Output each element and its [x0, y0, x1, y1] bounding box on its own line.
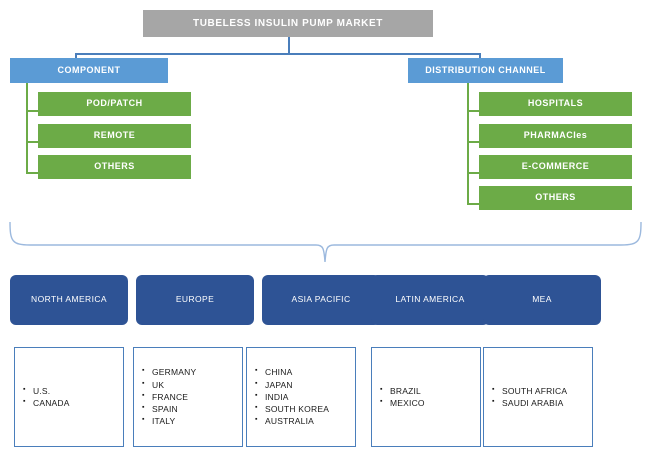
connector-drop-distribution	[479, 53, 481, 60]
region-header-europe-label: EUROPE	[175, 294, 215, 305]
region-header-latin-america: LATIN AMERICA	[371, 275, 489, 325]
list-item: CANADA	[23, 397, 70, 409]
branch-header-component: COMPONENT	[10, 58, 168, 83]
leaf-remote-label: REMOTE	[93, 130, 136, 141]
region-header-north-america: NORTH AMERICA	[10, 275, 128, 325]
leaf-e-commerce-label: E-COMMERCE	[521, 161, 590, 172]
list-item: SPAIN	[142, 403, 196, 415]
connector-stub-remote	[26, 141, 39, 143]
country-box-latin-america: BRAZIL MEXICO	[371, 347, 481, 447]
regions-brace	[9, 221, 642, 263]
list-item: INDIA	[255, 391, 329, 403]
connector-stub-ecommerce	[467, 172, 480, 174]
diagram-title-box: TUBELESS INSULIN PUMP MARKET	[143, 10, 433, 37]
list-item: SOUTH AFRICA	[492, 385, 567, 397]
list-item: CHINA	[255, 366, 329, 378]
connector-stub-pharmacies	[467, 141, 480, 143]
region-header-north-america-label: NORTH AMERICA	[31, 294, 107, 305]
connector-stub-pod-patch	[26, 110, 39, 112]
branch-header-component-label: COMPONENT	[57, 64, 121, 75]
country-list-europe: GERMANY UK FRANCE SPAIN ITALY	[134, 366, 196, 428]
leaf-pod-patch-label: POD/PATCH	[86, 98, 143, 109]
leaf-others-distribution-label: OTHERS	[535, 192, 576, 203]
list-item: ITALY	[142, 415, 196, 427]
country-box-north-america: U.S. CANADA	[14, 347, 124, 447]
branch-header-distribution-channel: DISTRIBUTION CHANNEL	[408, 58, 563, 83]
list-item: AUSTRALIA	[255, 415, 329, 427]
connector-drop-component	[75, 53, 77, 60]
country-list-asia-pacific: CHINA JAPAN INDIA SOUTH KOREA AUSTRALIA	[247, 366, 329, 428]
country-list-north-america: U.S. CANADA	[15, 385, 70, 410]
region-header-asia-pacific: ASIA PACIFIC	[262, 275, 380, 325]
country-box-mea: SOUTH AFRICA SAUDI ARABIA	[483, 347, 593, 447]
list-item: BRAZIL	[380, 385, 425, 397]
connector-stub-others-left	[26, 172, 39, 174]
region-header-asia-pacific-label: ASIA PACIFIC	[291, 294, 351, 305]
country-list-latin-america: BRAZIL MEXICO	[372, 385, 425, 410]
list-item: FRANCE	[142, 391, 196, 403]
leaf-pod-patch: POD/PATCH	[38, 92, 191, 116]
connector-stub-hospitals	[467, 110, 480, 112]
list-item: UK	[142, 379, 196, 391]
leaf-hospitals-label: HOSPITALS	[527, 98, 584, 109]
connector-horizontal-bus	[75, 53, 481, 55]
region-header-europe: EUROPE	[136, 275, 254, 325]
branch-header-distribution-channel-label: DISTRIBUTION CHANNEL	[425, 64, 546, 75]
region-header-latin-america-label: LATIN AMERICA	[395, 294, 465, 305]
list-item: SAUDI ARABIA	[492, 397, 567, 409]
country-box-asia-pacific: CHINA JAPAN INDIA SOUTH KOREA AUSTRALIA	[246, 347, 356, 447]
region-header-mea-label: MEA	[532, 294, 552, 305]
leaf-e-commerce: E-COMMERCE	[479, 155, 632, 179]
leaf-pharmacies: PHARMACIes	[479, 124, 632, 148]
list-item: MEXICO	[380, 397, 425, 409]
region-header-mea: MEA	[483, 275, 601, 325]
leaf-others-distribution: OTHERS	[479, 186, 632, 210]
list-item: JAPAN	[255, 379, 329, 391]
leaf-others-component-label: OTHERS	[94, 161, 135, 172]
connector-title-stem	[288, 37, 290, 54]
list-item: U.S.	[23, 385, 70, 397]
leaf-others-component: OTHERS	[38, 155, 191, 179]
country-list-mea: SOUTH AFRICA SAUDI ARABIA	[484, 385, 567, 410]
connector-trunk-distribution	[467, 83, 469, 204]
connector-trunk-component	[26, 83, 28, 173]
diagram-title-label: TUBELESS INSULIN PUMP MARKET	[193, 18, 383, 29]
country-box-europe: GERMANY UK FRANCE SPAIN ITALY	[133, 347, 243, 447]
leaf-remote: REMOTE	[38, 124, 191, 148]
leaf-pharmacies-label: PHARMACIes	[523, 130, 588, 141]
leaf-hospitals: HOSPITALS	[479, 92, 632, 116]
list-item: GERMANY	[142, 366, 196, 378]
list-item: SOUTH KOREA	[255, 403, 329, 415]
connector-stub-others-right	[467, 203, 480, 205]
